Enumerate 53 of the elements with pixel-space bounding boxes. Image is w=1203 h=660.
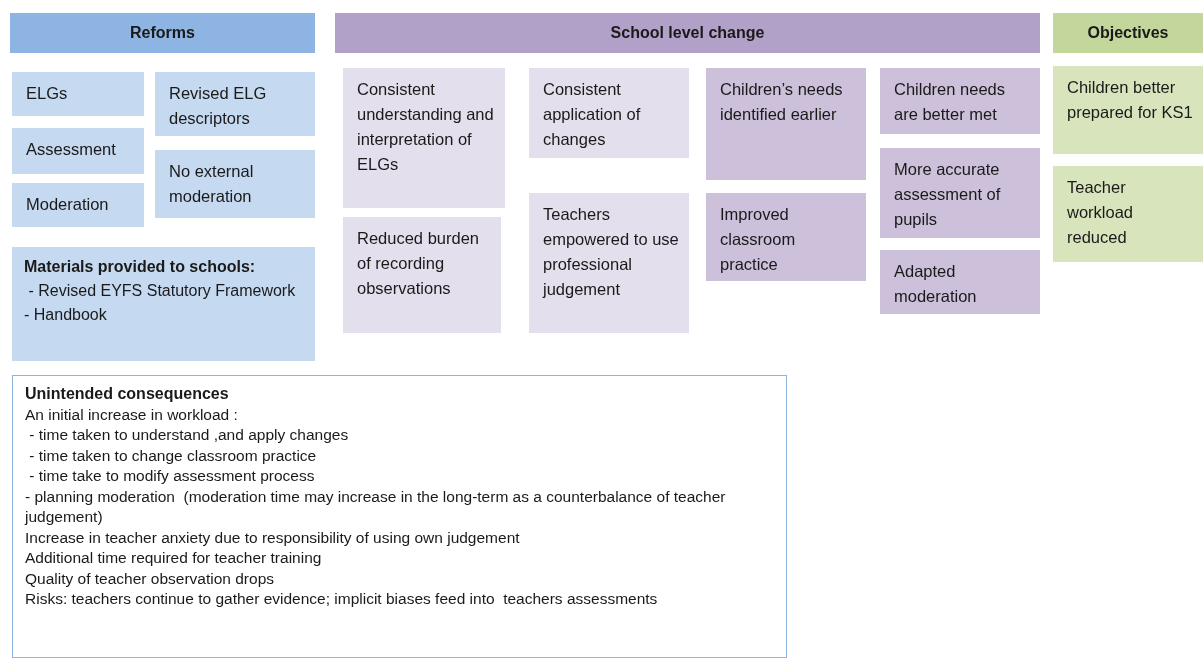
list-item: - time take to modify assessment process (28, 466, 315, 486)
header-bar (10, 13, 315, 53)
header-title: Reforms (130, 24, 195, 42)
list-item: Additional time required for teacher training (25, 548, 322, 568)
box-label: Assessment (26, 139, 116, 160)
box-label: Children’s needs identified earlier (720, 79, 844, 125)
info-box (12, 247, 315, 361)
text-box (343, 217, 501, 333)
notes-box (12, 375, 787, 658)
box-label: ELGs (26, 83, 68, 104)
text-box (155, 72, 315, 136)
text-box (1053, 166, 1203, 262)
header-bar (1053, 13, 1203, 53)
header-bar (335, 13, 1040, 53)
box-label: Consistent understanding and interpretation of ELGs (357, 79, 495, 175)
list-item: - time taken to change classroom practice (28, 445, 317, 466)
list-item: - time taken to understand ,and apply changes (28, 425, 349, 445)
box-label: Children needs are better met (894, 79, 1006, 125)
list-item: - Handbook (24, 305, 107, 325)
box-label: Reduced burden of recording observations (357, 228, 480, 299)
list-item: Risks: teachers continue to gather evidence; implicit biases feed into teachers assessments (25, 589, 658, 609)
section-heading: Materials provided to schools: (24, 257, 256, 277)
list-item: - planning moderation (moderation time may increase in the long-term as a counterbalance of teacher judgement) (25, 486, 727, 527)
list-item: - Revised EYFS Statutory Framework (27, 281, 296, 301)
header-title: Objectives (1087, 24, 1169, 42)
text-box (880, 148, 1040, 238)
box-label: No external moderation (169, 161, 255, 207)
text-box (343, 68, 505, 208)
text-box (880, 68, 1040, 134)
text-box (706, 193, 866, 281)
text-box (1053, 66, 1203, 154)
section-heading: Unintended consequences (25, 384, 229, 404)
header-title: School level change (610, 24, 765, 42)
text-box (155, 150, 315, 218)
text-box (880, 250, 1040, 314)
box-label: Moderation (26, 194, 109, 215)
text-box (529, 193, 689, 333)
text-box (12, 183, 144, 227)
text-box (12, 72, 144, 116)
box-label: Teacher workload reduced (1067, 177, 1135, 248)
box-label: Consistent application of changes (543, 79, 642, 150)
box-label: Children better prepared for KS1 (1067, 77, 1193, 123)
text-box (706, 68, 866, 180)
list-item: An initial increase in workload : (25, 404, 238, 425)
box-label: More accurate assessment of pupils (894, 159, 1002, 230)
text-box (12, 128, 144, 174)
box-label: Teachers empowered to use professional judgement (543, 204, 679, 300)
list-item: Increase in teacher anxiety due to responsibility of using own judgement (25, 527, 520, 548)
box-label: Revised ELG descriptors (169, 83, 268, 129)
text-box (529, 68, 689, 158)
box-label: Improved classroom practice (720, 204, 797, 275)
list-item: Quality of teacher observation drops (25, 568, 274, 589)
box-label: Adapted moderation (894, 261, 978, 307)
